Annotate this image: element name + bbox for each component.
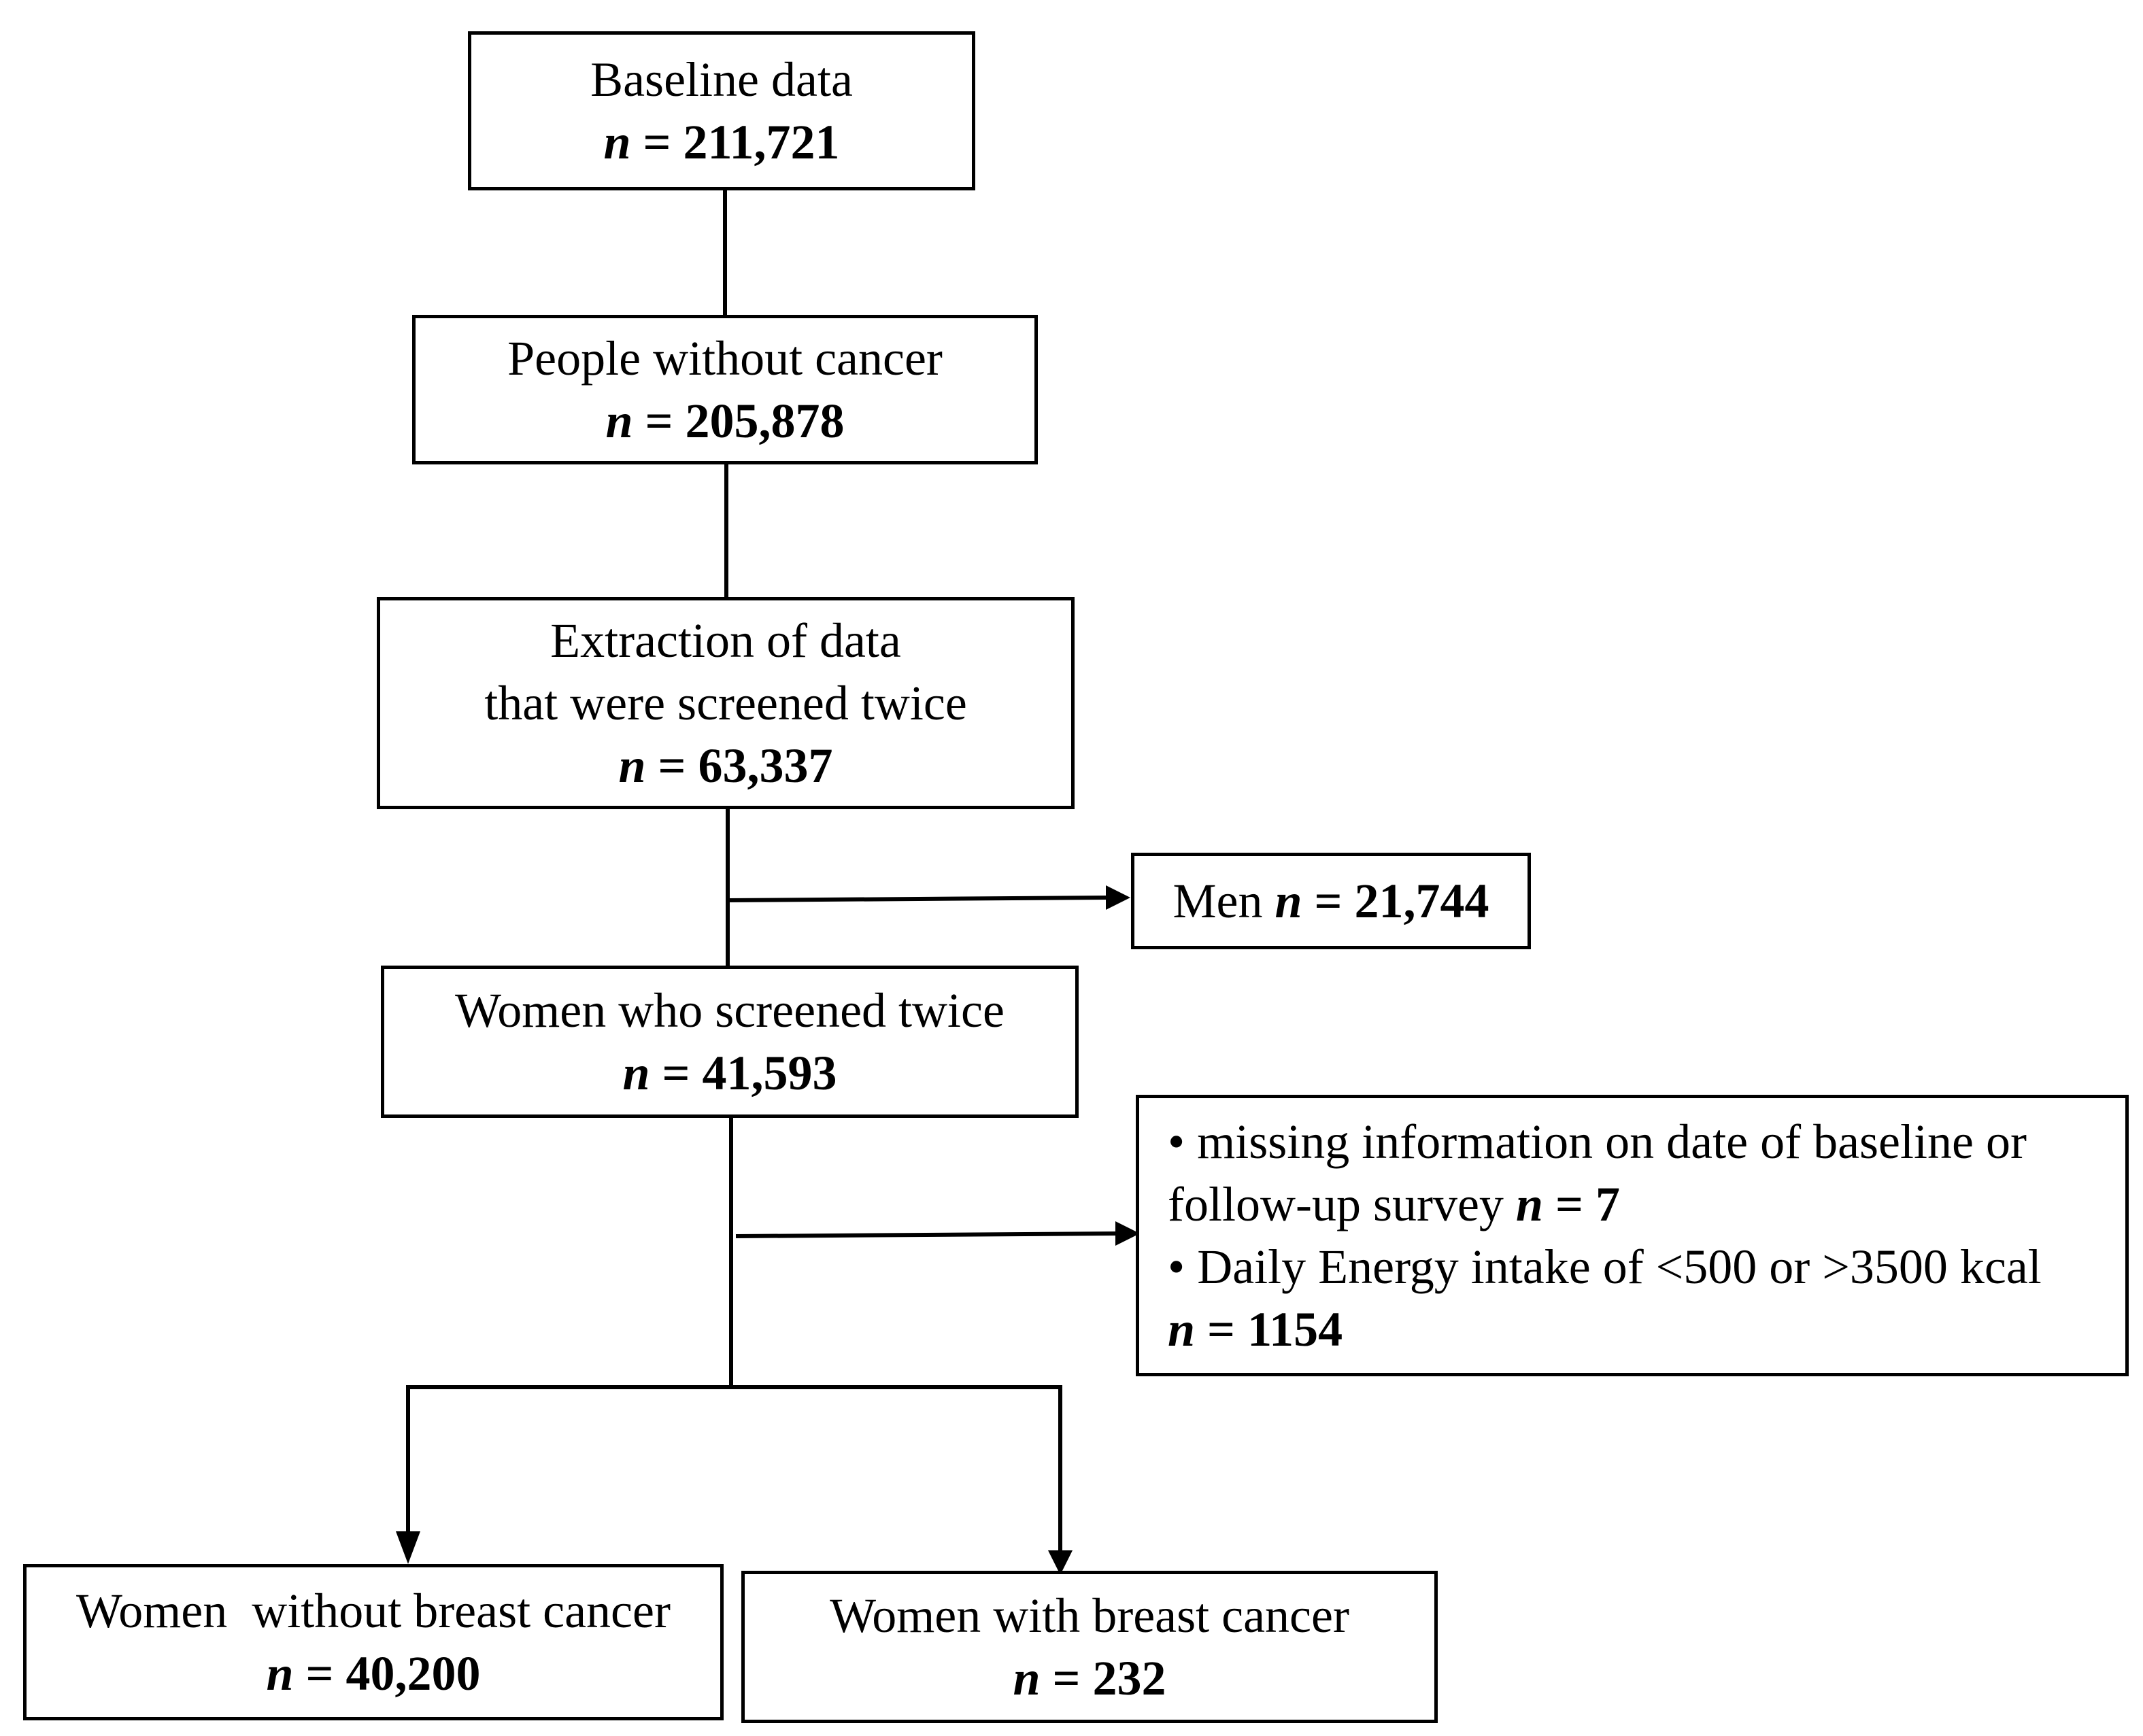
n-symbol: n bbox=[618, 738, 646, 793]
box-women-without-breast-cancer: Women without breast cancer n = 40,200 bbox=[23, 1564, 724, 1720]
men-title: Men bbox=[1172, 874, 1263, 928]
equals-sign: = bbox=[643, 115, 671, 169]
n-symbol: n bbox=[605, 394, 633, 448]
box-baseline-title: Baseline data bbox=[590, 52, 853, 107]
n-symbol: n bbox=[266, 1646, 294, 1701]
box-people-without-cancer: People without cancer n = 205,878 bbox=[412, 315, 1038, 464]
box-extraction-title-line2: that were screened twice bbox=[484, 676, 967, 730]
box-baseline-count: n = 211,721 bbox=[603, 111, 839, 173]
n-symbol: n bbox=[622, 1046, 650, 1100]
box-with-bc-title: Women with breast cancer bbox=[830, 1588, 1349, 1643]
box-extraction-title-line1: Extraction of data bbox=[550, 613, 901, 668]
equals-sign: = bbox=[1314, 874, 1343, 928]
exclusion-bullet1-text: follow-up survey bbox=[1168, 1177, 1504, 1231]
exclusion-bullet2-count: n = 1154 bbox=[1168, 1298, 1343, 1361]
arrow-to-men bbox=[727, 896, 1108, 902]
box-no-cancer-title: People without cancer bbox=[507, 331, 943, 386]
baseline-value: 211,721 bbox=[683, 115, 840, 169]
women-twice-value: 41,593 bbox=[702, 1046, 837, 1100]
box-men: Men n = 21,744 bbox=[1131, 853, 1531, 949]
box-women-twice-title: Women who screened twice bbox=[455, 983, 1005, 1038]
equals-sign: = bbox=[1555, 1177, 1583, 1231]
n-symbol: n bbox=[603, 115, 631, 169]
men-value: 21,744 bbox=[1354, 874, 1489, 928]
box-without-bc-title: Women without breast cancer bbox=[76, 1584, 671, 1638]
box-baseline-data: Baseline data n = 211,721 bbox=[468, 31, 975, 190]
exclusion-bullet1-line1: • missing information on date of baselin… bbox=[1168, 1114, 2027, 1169]
box-women-screened-twice: Women who screened twice n = 41,593 bbox=[381, 966, 1079, 1118]
n-symbol: n bbox=[1168, 1302, 1196, 1357]
exclusion-bullet1-value: 7 bbox=[1596, 1177, 1620, 1231]
n-symbol: n bbox=[1515, 1177, 1543, 1231]
box-women-with-breast-cancer: Women with breast cancer n = 232 bbox=[741, 1571, 1438, 1723]
equals-sign: = bbox=[1052, 1651, 1081, 1705]
arrowhead-with-bc bbox=[1048, 1550, 1073, 1575]
box-extraction: Extraction of data that were screened tw… bbox=[377, 597, 1075, 809]
extraction-value: 63,337 bbox=[698, 738, 833, 793]
equals-sign: = bbox=[662, 1046, 690, 1100]
exclusion-bullet1-line2: follow-up survey n = 7 bbox=[1168, 1173, 1620, 1236]
arrow-to-exclusion bbox=[735, 1231, 1118, 1238]
with-bc-value: 232 bbox=[1092, 1651, 1166, 1705]
arrowhead-without-bc bbox=[396, 1531, 420, 1564]
arrowhead-men bbox=[1106, 885, 1130, 910]
arrowhead-exclusion bbox=[1115, 1221, 1140, 1246]
equals-sign: = bbox=[645, 394, 673, 448]
n-symbol: n bbox=[1275, 874, 1302, 928]
equals-sign: = bbox=[1207, 1302, 1236, 1357]
box-women-twice-count: n = 41,593 bbox=[622, 1042, 837, 1104]
n-symbol: n bbox=[1013, 1651, 1041, 1705]
box-exclusions: • missing information on date of baselin… bbox=[1136, 1095, 2129, 1376]
box-extraction-count: n = 63,337 bbox=[618, 734, 832, 797]
box-men-row: Men n = 21,744 bbox=[1172, 870, 1489, 932]
box-no-cancer-count: n = 205,878 bbox=[605, 390, 844, 452]
exclusion-bullet2-line1: • Daily Energy intake of <500 or >3500 k… bbox=[1168, 1240, 2042, 1294]
box-with-bc-count: n = 232 bbox=[1013, 1647, 1166, 1709]
no-cancer-value: 205,878 bbox=[685, 394, 845, 448]
equals-sign: = bbox=[305, 1646, 334, 1701]
without-bc-value: 40,200 bbox=[345, 1646, 481, 1701]
exclusion-bullet2-value: 1154 bbox=[1247, 1302, 1343, 1357]
equals-sign: = bbox=[658, 738, 686, 793]
box-without-bc-count: n = 40,200 bbox=[266, 1642, 480, 1705]
